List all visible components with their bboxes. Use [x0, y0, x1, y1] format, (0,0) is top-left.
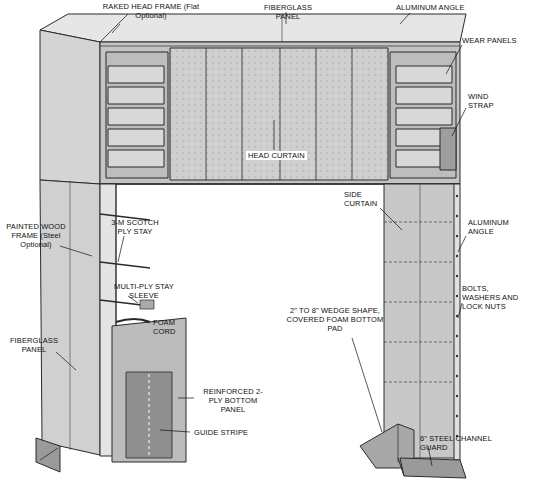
part-label: MULTI-PLY STAY SLEEVE [112, 282, 176, 300]
part-label: REINFORCED 2-PLY BOTTOM PANEL [197, 387, 269, 414]
part-label: WEAR PANELS [462, 36, 517, 45]
part-label: 3-M SCOTCH PLY STAY [106, 218, 164, 236]
part-label: HEAD CURTAIN [246, 151, 307, 160]
part-label: RAKED HEAD FRAME (Flat Optional) [92, 2, 210, 20]
part-label: FIBERGLASS PANEL [252, 3, 324, 21]
part-label: GUIDE STRIPE [194, 428, 248, 437]
part-label: 2" TO 8" WEDGE SHAPE, COVERED FOAM BOTTO… [286, 306, 384, 333]
part-label: WIND STRAP [468, 92, 512, 110]
part-label: FOAM CORD [153, 318, 199, 336]
part-label: 6" STEEL CHANNEL GUARD [420, 434, 504, 452]
part-label: ALUMINUM ANGLE [396, 3, 465, 12]
part-label: PAINTED WOOD FRAME (Steel Optional) [4, 222, 68, 249]
part-label: SIDE CURTAIN [344, 190, 384, 208]
part-label: BOLTS, WASHERS AND LOCK NUTS [462, 284, 528, 311]
leader-lines [56, 12, 466, 466]
part-label: FIBERGLASS PANEL [8, 336, 60, 354]
part-label: ALUMINUM ANGLE [468, 218, 522, 236]
